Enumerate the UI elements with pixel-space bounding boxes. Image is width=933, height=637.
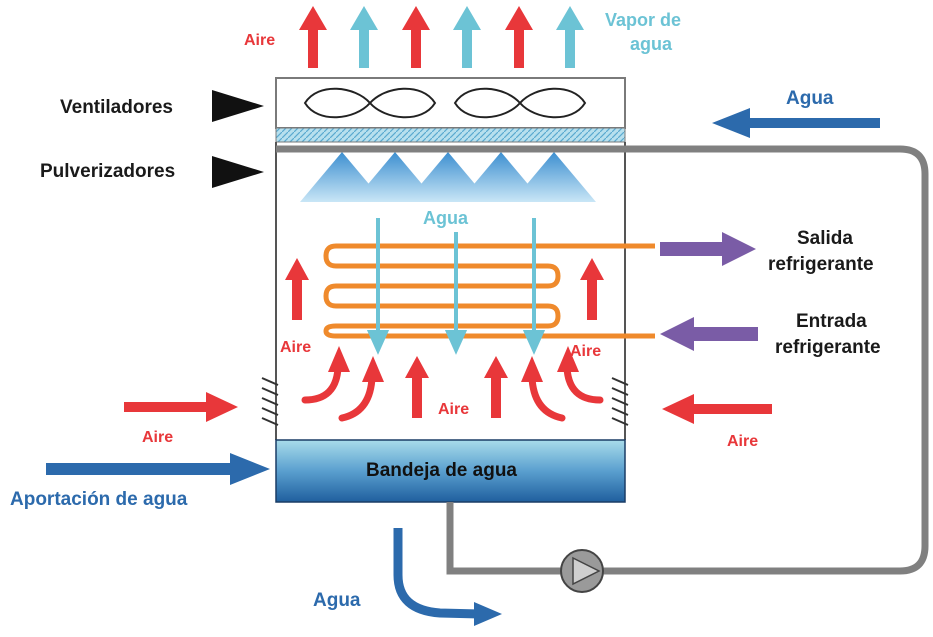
label-aire-center: Aire [438, 401, 469, 418]
label-aire-left-inner: Aire [280, 339, 311, 356]
label-salida-line1: Salida [797, 228, 853, 249]
refrigerant-coil [323, 243, 655, 339]
drain-water-arrow [393, 528, 502, 626]
drift-eliminator [275, 127, 626, 143]
label-agua-top-right: Agua [786, 88, 834, 109]
refrigerant-arrows [660, 232, 758, 351]
up-arrow-icon [285, 258, 309, 320]
label-aire-right-inner: Aire [570, 343, 601, 360]
up-arrow-icon [521, 356, 543, 382]
up-arrow-icon [405, 356, 429, 418]
label-agua-inner: Agua [423, 208, 469, 228]
left-arrow-icon [712, 108, 880, 138]
left-arrow-icon [660, 317, 758, 351]
recirculation-pipe [276, 145, 929, 575]
down-arrow-icon [522, 330, 546, 355]
label-salida-line2: refrigerante [768, 254, 874, 275]
right-triangle-icon [212, 156, 264, 188]
spray-cone [353, 152, 437, 202]
label-aportacion: Aportación de agua [10, 489, 188, 510]
fan-icons [303, 87, 587, 119]
label-bandeja: Bandeja de agua [366, 460, 517, 481]
curved-air-arrowheads [328, 346, 579, 382]
curved-air-arrows [301, 364, 604, 422]
up-arrow-icon [328, 346, 350, 372]
falling-water-arrows [366, 218, 546, 355]
label-ventiladores: Ventiladores [60, 97, 173, 118]
air-inlet-arrows [124, 392, 772, 424]
fan-icon [303, 87, 437, 119]
label-aire-top: Aire [244, 32, 275, 49]
up-arrow-icon [505, 6, 533, 68]
up-arrow-icon [453, 6, 481, 68]
up-arrow-icon [362, 356, 384, 382]
spray-cone [459, 152, 543, 202]
label-aire-right-outer: Aire [727, 433, 758, 450]
label-vapor-line1: Vapor de [605, 10, 681, 30]
label-vapor-line2: agua [630, 34, 673, 54]
right-triangle-icon [212, 90, 264, 122]
up-arrow-icon [557, 346, 579, 372]
left-arrow-icon [662, 394, 772, 424]
fan-icon [453, 87, 587, 119]
tower [275, 77, 626, 503]
label-pulverizadores: Pulverizadores [40, 161, 175, 182]
up-arrow-icon [299, 6, 327, 68]
right-arrow-icon [124, 392, 238, 422]
right-arrow-icon [46, 453, 270, 485]
internal-air-arrows [285, 258, 604, 418]
up-arrow-icon [402, 6, 430, 68]
air-exhaust-arrows [299, 6, 533, 68]
label-agua-bottom: Agua [313, 590, 361, 611]
vapor-exhaust-arrows [350, 6, 584, 68]
pump-icon [560, 549, 604, 593]
up-arrow-icon [556, 6, 584, 68]
water-arrows [46, 108, 880, 485]
down-arrow-icon [444, 330, 468, 355]
down-arrow-icon [366, 330, 390, 355]
pointer-arrows [212, 90, 264, 188]
right-arrow-icon [660, 232, 756, 266]
fan-housing [275, 77, 626, 129]
spray-cone [300, 152, 384, 202]
label-entrada-line1: Entrada [796, 311, 867, 332]
label-entrada-line2: refrigerante [775, 337, 881, 358]
up-arrow-icon [580, 258, 604, 320]
air-inlet-louvers [261, 377, 629, 426]
exhaust-arrows [299, 6, 584, 68]
spray-nozzles [300, 152, 596, 202]
label-aire-left-outer: Aire [142, 429, 173, 446]
spray-cone [512, 152, 596, 202]
up-arrow-icon [350, 6, 378, 68]
up-arrow-icon [484, 356, 508, 418]
right-arrow-icon [474, 602, 502, 626]
spray-cone [406, 152, 490, 202]
